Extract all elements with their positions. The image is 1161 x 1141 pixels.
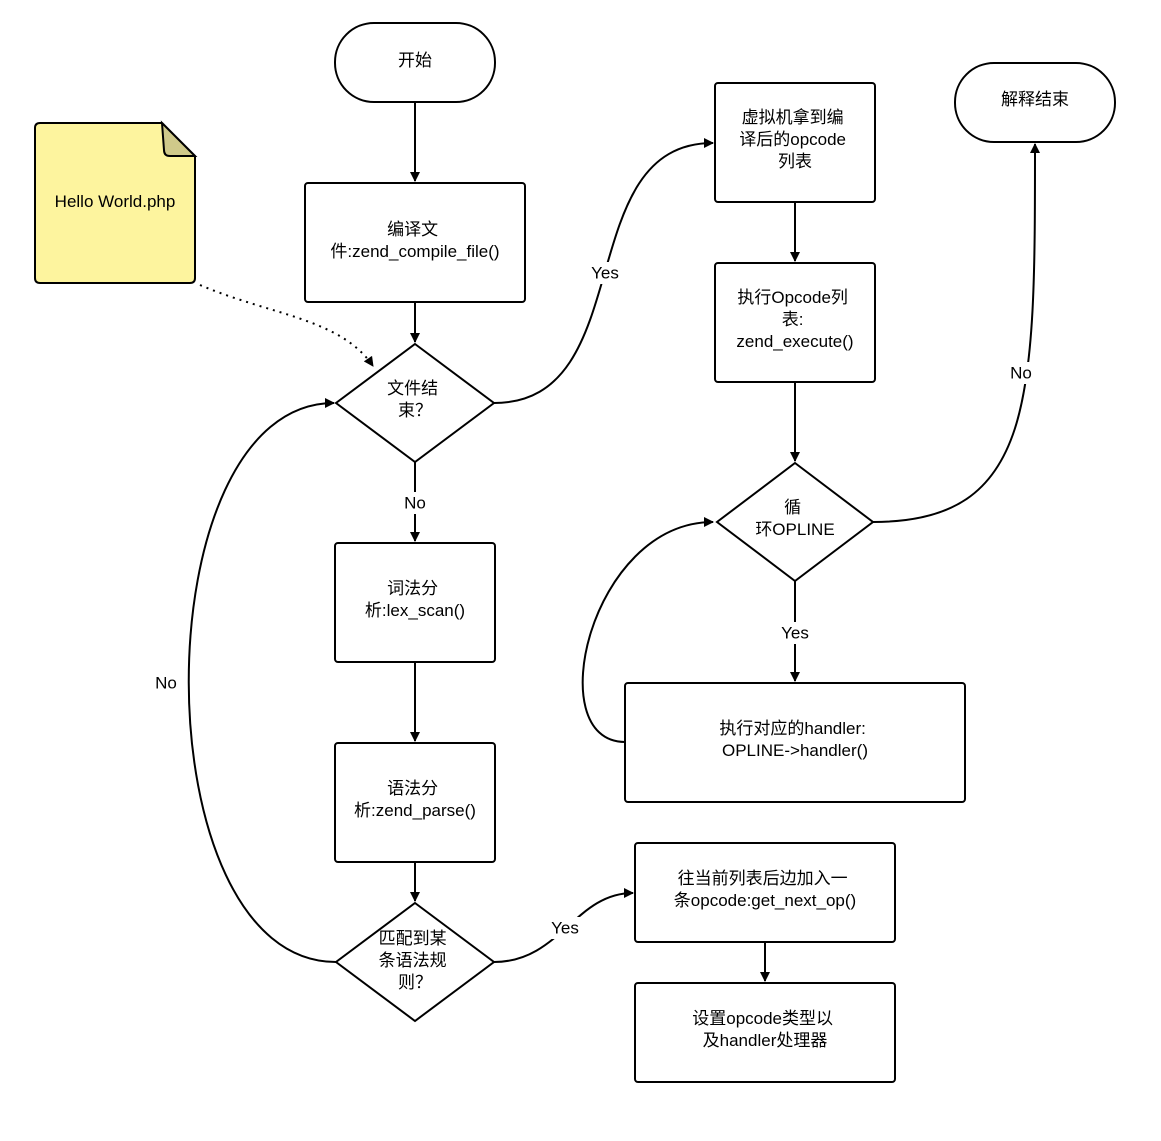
edge-label-loop-no: No bbox=[1007, 362, 1035, 384]
node-loop-decision: 循 环OPLINE bbox=[715, 461, 875, 583]
node-execute-line: 执行Opcode列 bbox=[737, 288, 848, 307]
node-match-line: 条语法规 bbox=[379, 951, 447, 970]
note-hello-world: Hello World.php bbox=[34, 120, 198, 284]
svg-text:往当前列表后边加入一 条opcode:get_n: 往当前列表后边加入一 条opcode:get_next_op() bbox=[674, 869, 856, 910]
svg-text:Yes: Yes bbox=[591, 263, 619, 282]
edge-label-eof-yes: Yes bbox=[588, 262, 622, 284]
svg-text:文件结 束？: 文件结 束？ bbox=[387, 379, 443, 420]
node-eof-line: 束？ bbox=[398, 401, 432, 420]
node-lex: 词法分 析:lex_scan() bbox=[334, 542, 496, 663]
node-start-line: 开始 bbox=[398, 51, 432, 70]
node-match-line: 则？ bbox=[398, 973, 432, 992]
node-settype-line: 设置opcode类型以 bbox=[692, 1009, 833, 1028]
node-append-line: 往当前列表后边加入一 bbox=[678, 869, 848, 888]
node-parse-line: 语法分 bbox=[387, 779, 438, 798]
note-hello-world-line: Hello World.php bbox=[55, 192, 176, 211]
svg-text:Hello World.php: Hello World.php bbox=[55, 192, 176, 211]
svg-text:词法分 析:lex_scan(): 词法分 析:lex_scan() bbox=[365, 579, 465, 620]
svg-text:编译文 件:zend_compile_file(: 编译文 件:zend_compile_file() bbox=[330, 220, 499, 261]
svg-text:虚拟机拿到编 译后的opcode 列: 虚拟机拿到编 译后的opcode 列表 bbox=[739, 107, 851, 171]
svg-text:No: No bbox=[155, 673, 177, 692]
node-compile: 编译文 件:zend_compile_file() bbox=[304, 182, 526, 303]
edge-label-match-yes: Yes bbox=[548, 917, 582, 939]
svg-text:No: No bbox=[1010, 363, 1032, 382]
node-start: 开始 bbox=[334, 22, 496, 103]
node-compile-line: 件:zend_compile_file() bbox=[330, 242, 499, 261]
node-handler-line: 执行对应的handler: bbox=[719, 719, 865, 738]
svg-text:语法分 析:zend_parse(): 语法分 析:zend_parse() bbox=[354, 779, 476, 820]
node-end-line: 解释结束 bbox=[1001, 90, 1069, 109]
node-vm-get: 虚拟机拿到编 译后的opcode 列表 bbox=[714, 82, 876, 203]
edge-label-loop-yes: Yes bbox=[778, 622, 812, 644]
svg-text:开始: 开始 bbox=[398, 51, 432, 70]
edge-note-eof bbox=[199, 284, 374, 367]
svg-text:No: No bbox=[404, 493, 426, 512]
svg-text:设置opcode类型以 及handler处理器: 设置opcode类型以 及handler处理器 bbox=[692, 1009, 838, 1050]
node-match-line: 匹配到某 bbox=[379, 929, 447, 948]
node-parse-line: 析:zend_parse() bbox=[354, 801, 476, 820]
node-execute: 执行Opcode列 表: zend_execute() bbox=[714, 262, 876, 383]
edge-label-eof-no: No bbox=[401, 492, 429, 514]
node-vm-line: 译后的opcode bbox=[739, 130, 846, 149]
node-lex-line: 词法分 bbox=[387, 579, 438, 598]
node-eof-line: 文件结 bbox=[387, 379, 438, 398]
node-execute-line: 表: bbox=[782, 310, 804, 329]
svg-text:Yes: Yes bbox=[551, 918, 579, 937]
node-set-type: 设置opcode类型以 及handler处理器 bbox=[634, 982, 896, 1083]
svg-text:匹配到某 条语法规 则？: 匹配到某 条语法规 则？ bbox=[379, 929, 452, 992]
edge-label-match-no: No bbox=[152, 672, 180, 694]
svg-text:解释结束: 解释结束 bbox=[1001, 90, 1069, 109]
node-lex-line: 析:lex_scan() bbox=[365, 601, 465, 620]
svg-text:Yes: Yes bbox=[781, 623, 809, 642]
svg-text:执行Opcode列 表: zend_: 执行Opcode列 表: zend_execute() bbox=[736, 288, 853, 351]
node-settype-line: 及handler处理器 bbox=[703, 1031, 828, 1050]
node-compile-line: 编译文 bbox=[387, 220, 438, 239]
node-eof-decision: 文件结 束？ bbox=[334, 342, 496, 464]
node-append: 往当前列表后边加入一 条opcode:get_next_op() bbox=[634, 842, 896, 943]
node-append-line: 条opcode:get_next_op() bbox=[674, 891, 856, 910]
node-vm-line: 虚拟机拿到编 bbox=[742, 107, 844, 127]
edge-match-eof-no bbox=[187, 398, 337, 963]
node-handler: 执行对应的handler: OPLINE->handler() bbox=[624, 682, 966, 803]
node-end: 解释结束 bbox=[954, 62, 1116, 143]
node-match-decision: 匹配到某 条语法规 则？ bbox=[334, 901, 496, 1023]
node-vm-line: 列表 bbox=[778, 152, 812, 171]
node-parse: 语法分 析:zend_parse() bbox=[334, 742, 496, 863]
node-execute-line: zend_execute() bbox=[736, 332, 853, 351]
svg-text:循 环OPLINE: 循 环OPLINE bbox=[755, 498, 834, 539]
edge-handler-loop bbox=[581, 517, 714, 743]
node-loop-line: 循 bbox=[784, 498, 801, 517]
svg-text:执行对应的handler: OPLINE->ha: 执行对应的handler: OPLINE->handler() bbox=[719, 719, 870, 760]
node-loop-line: 环OPLINE bbox=[755, 520, 834, 539]
node-handler-line: OPLINE->handler() bbox=[722, 741, 868, 760]
edge-loop-end-no bbox=[872, 143, 1040, 523]
